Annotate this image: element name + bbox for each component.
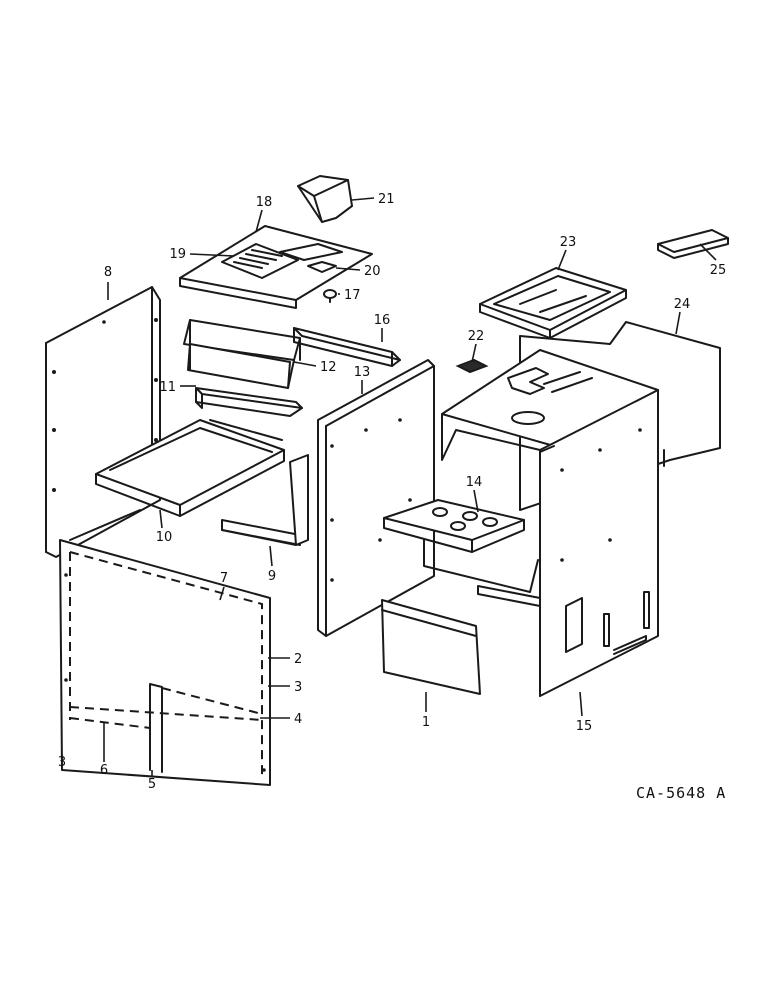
callout-1: 1	[422, 715, 430, 730]
part-20-patch	[307, 261, 337, 273]
callout-6: 6	[100, 763, 108, 778]
callout-9: 9	[268, 569, 276, 584]
callout-2: 2	[294, 652, 302, 667]
part-16-rail	[293, 327, 401, 367]
callout-13: 13	[354, 365, 371, 380]
drawing-code: CA-5648 A	[636, 784, 726, 802]
callout-20: 20	[364, 264, 381, 279]
callout-23: 23	[560, 235, 577, 250]
callout-11: 11	[159, 380, 176, 395]
callout-14: 14	[466, 475, 483, 490]
callout-labels: 8 18 19 20 17 21 16 12 11 10 9 13 14 7 2…	[58, 192, 726, 792]
callout-12: 12	[320, 360, 337, 375]
callout-8: 8	[104, 265, 112, 280]
callout-15: 15	[576, 719, 593, 734]
part-9-bracket	[221, 454, 309, 546]
callout-25: 25	[710, 263, 727, 278]
callout-3-right: 3	[294, 680, 302, 695]
part-10-tray	[95, 419, 285, 517]
part-19-grille	[233, 249, 283, 269]
callout-16: 16	[374, 313, 391, 328]
callout-17: 17	[344, 288, 361, 303]
callout-10: 10	[156, 530, 173, 545]
part-11-flat-channel	[195, 387, 303, 417]
part-23-top-frame	[479, 267, 627, 339]
callout-19: 19	[169, 247, 186, 262]
part-8-left-side-panel	[45, 286, 161, 558]
callout-22: 22	[468, 329, 485, 344]
part-1-lower-plate	[381, 599, 481, 695]
callout-7: 7	[220, 571, 228, 586]
leader-lines	[61, 197, 717, 776]
part-13-side-panel	[317, 359, 435, 637]
part-12-channel	[183, 319, 301, 389]
callout-21: 21	[378, 192, 395, 207]
callout-18: 18	[256, 195, 273, 210]
callout-4: 4	[294, 712, 302, 727]
part-18-top-plate	[179, 225, 373, 309]
callout-24: 24	[674, 297, 691, 312]
part-17-knob	[323, 289, 337, 303]
part-25-small-plate	[657, 229, 729, 259]
part-21-bin	[297, 175, 353, 223]
part-7-front-panel	[59, 509, 271, 786]
callout-3-left: 3	[58, 755, 66, 770]
callout-5: 5	[148, 777, 156, 792]
part-15-cabinet	[441, 349, 659, 697]
part-22-pad	[455, 358, 489, 374]
part-14-gauge-plate	[383, 499, 539, 593]
